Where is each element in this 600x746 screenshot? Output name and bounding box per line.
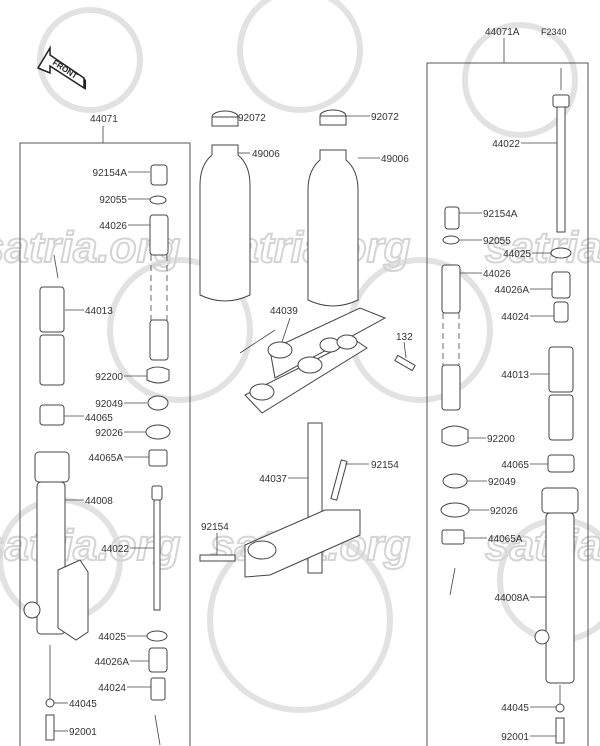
- left-part-labels: 92154A 92055 44026 44013 92200 92049 440…: [69, 168, 129, 738]
- assembly-label-left: 44071: [90, 114, 118, 125]
- part-label: 92154A: [93, 168, 128, 179]
- part-label: 92200: [95, 372, 123, 383]
- right-fork-assembly-box: [426, 62, 589, 746]
- part-label: 92026: [95, 428, 123, 439]
- part-label: 44037: [259, 474, 287, 485]
- right-fork-parts: [440, 68, 579, 744]
- part-label: 44025: [98, 632, 126, 643]
- part-label: 92154A: [483, 209, 518, 220]
- left-fork-assembly-box: [19, 142, 191, 746]
- part-label: 92026: [490, 506, 518, 517]
- center-parts: [199, 109, 416, 578]
- part-label: 44065: [501, 460, 529, 471]
- watermark-text: satria.org: [485, 521, 600, 570]
- part-label: 44065A: [89, 453, 124, 464]
- part-label: 44025: [503, 249, 531, 260]
- part-label: 92072: [238, 113, 266, 124]
- part-label: 44013: [85, 306, 113, 317]
- part-label: 92072: [371, 112, 399, 123]
- part-label: 44022: [101, 544, 129, 555]
- left-fork-parts: [23, 164, 171, 746]
- part-label: 92200: [487, 434, 515, 445]
- part-label: 44026: [483, 269, 511, 280]
- part-label: 44065: [85, 413, 113, 424]
- part-label: 44026A: [495, 285, 530, 296]
- part-label: 44013: [501, 370, 529, 381]
- part-label: 44026: [99, 221, 127, 232]
- part-label: 92001: [501, 732, 529, 743]
- part-label: 44008: [85, 496, 113, 507]
- part-label: 44024: [501, 312, 529, 323]
- part-label: 49006: [381, 154, 409, 165]
- part-label: 44024: [98, 683, 126, 694]
- leader-lines: [54, 115, 557, 737]
- part-label: 44026A: [95, 657, 130, 668]
- part-label: 92055: [483, 236, 511, 247]
- part-label: 44008A: [495, 593, 530, 604]
- part-label: 44039: [270, 306, 298, 317]
- part-label: 92154: [201, 522, 229, 533]
- watermark-text: satria.org: [485, 223, 600, 272]
- part-label: 92049: [95, 399, 123, 410]
- part-label: 92001: [69, 727, 97, 738]
- part-label: 92049: [488, 477, 516, 488]
- assembly-label-right: 44071A: [485, 27, 520, 38]
- part-label: 44022: [492, 139, 520, 150]
- right-part-labels: 44022 92154A 92055 44025 44026 44026A 44…: [483, 139, 531, 743]
- center-part-labels: 92072 92072 49006 49006 44039 132 44037 …: [201, 112, 413, 533]
- part-label: 92154: [371, 460, 399, 471]
- watermark-text: satria.org: [0, 521, 181, 570]
- part-label: 44065A: [488, 534, 523, 545]
- part-label: 49006: [252, 149, 280, 160]
- part-label: 132: [396, 332, 413, 343]
- part-label: 44045: [69, 699, 97, 710]
- part-label: 92055: [99, 195, 127, 206]
- figure-code: F2340: [541, 27, 567, 37]
- part-label: 44045: [501, 703, 529, 714]
